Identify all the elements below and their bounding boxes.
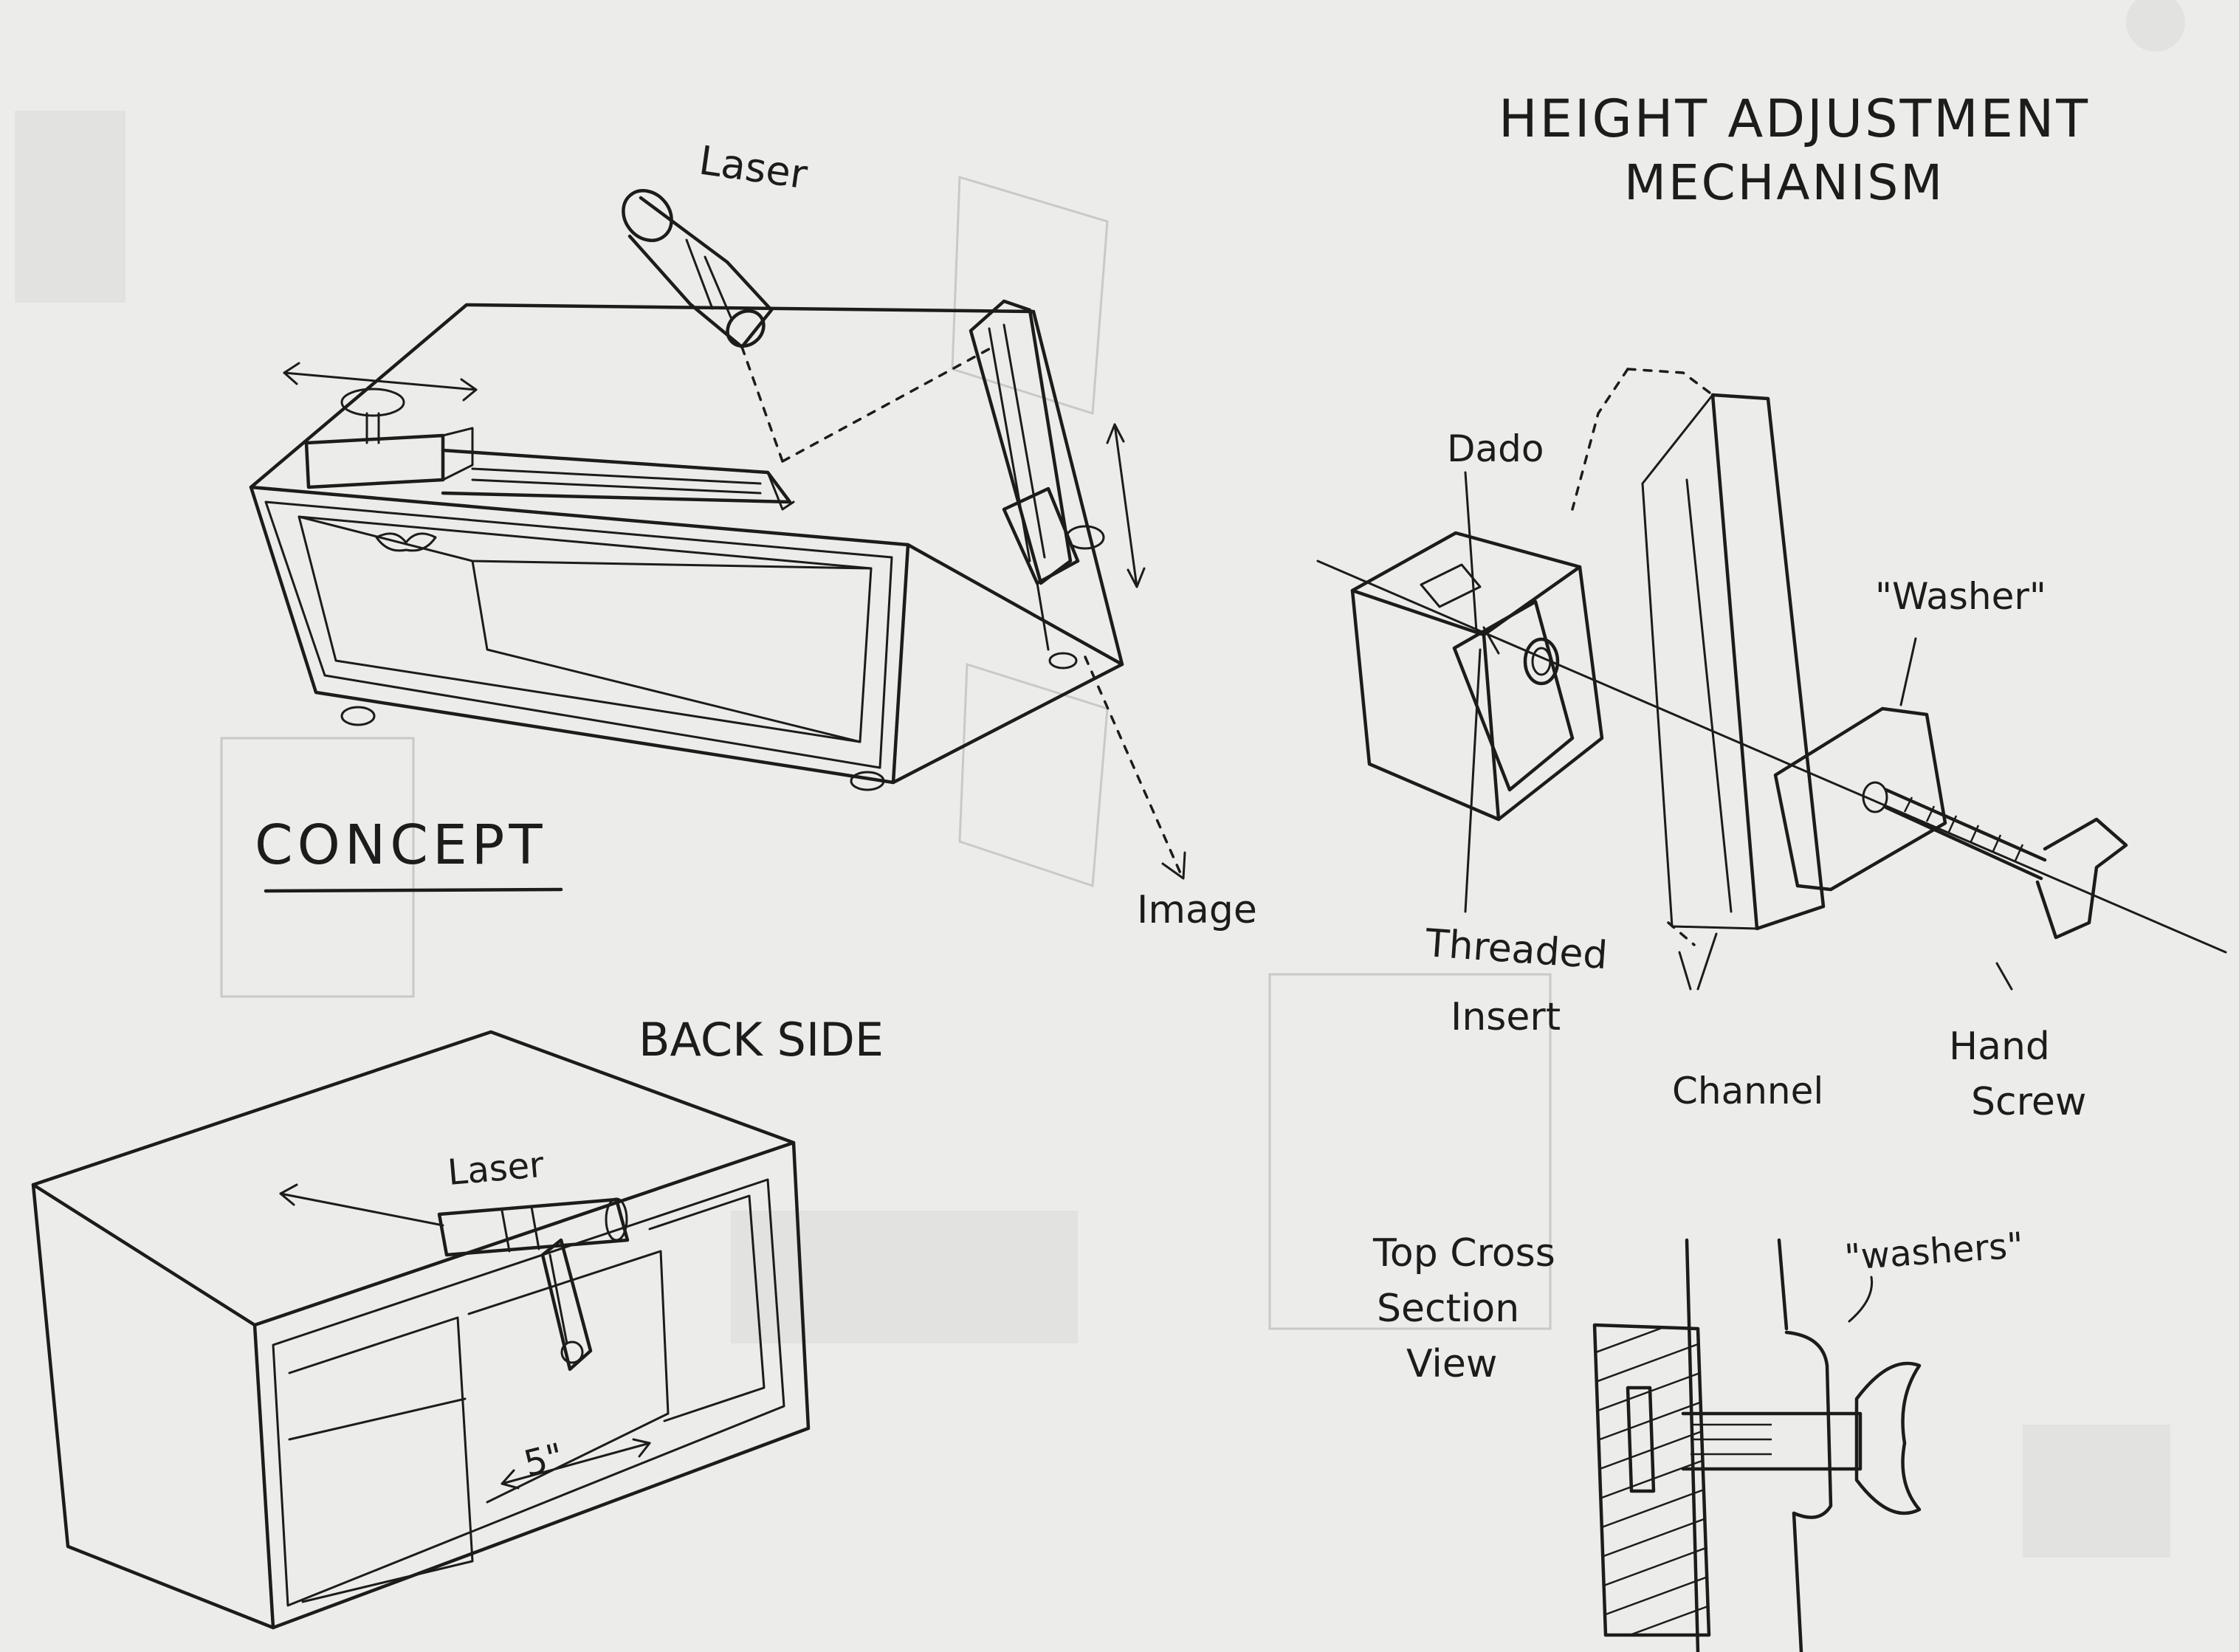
labels: Laser Image CONCEPT BACK SIDE Laser 5" H…	[255, 89, 2090, 1485]
label-hand-1: Hand	[1949, 1025, 2050, 1069]
label-dado: Dado	[1447, 427, 1544, 470]
label-height-title-1: HEIGHT ADJUSTMENT	[1499, 89, 2090, 149]
label-top-cross-2: Section	[1377, 1287, 1519, 1331]
label-laser-top: Laser	[696, 137, 811, 198]
label-five-inch: 5"	[520, 1436, 568, 1485]
bleed-through-marks	[15, 0, 2185, 1558]
label-channel: Channel	[1672, 1070, 1823, 1112]
concept-sketch	[249, 189, 1186, 893]
top-cross-section-sketch	[1592, 1238, 1922, 1652]
label-top-cross-1: Top Cross	[1372, 1231, 1555, 1276]
label-threaded-1: Threaded	[1423, 921, 1609, 978]
label-back-side: BACK SIDE	[639, 1013, 884, 1067]
back-side-sketch	[31, 1030, 811, 1630]
label-laser-back: Laser	[446, 1144, 546, 1194]
label-washer: "Washer"	[1875, 575, 2046, 618]
label-top-cross-3: View	[1406, 1342, 1497, 1386]
label-height-title-2: MECHANISM	[1624, 154, 1944, 211]
label-concept: CONCEPT	[255, 813, 547, 877]
label-image: Image	[1137, 888, 1257, 932]
label-washers: "washers"	[1843, 1225, 2025, 1278]
label-threaded-2: Insert	[1451, 995, 1561, 1039]
label-hand-2: Screw	[1971, 1080, 2086, 1124]
height-adjustment-sketch	[1316, 368, 2227, 991]
